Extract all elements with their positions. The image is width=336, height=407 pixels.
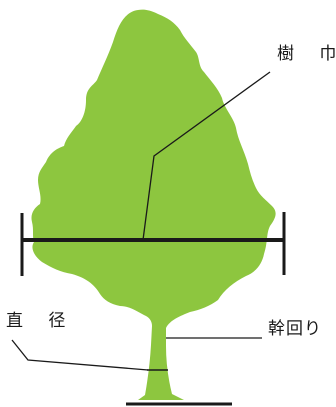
diameter-leader-line [11, 339, 149, 371]
tree-crown-shape [31, 9, 276, 401]
crown-width-label: 樹 巾 [277, 44, 336, 64]
crown-width-leader-line [142, 71, 271, 241]
diameter-label: 直 径 [6, 311, 76, 331]
girth-label: 幹回り [268, 319, 322, 339]
